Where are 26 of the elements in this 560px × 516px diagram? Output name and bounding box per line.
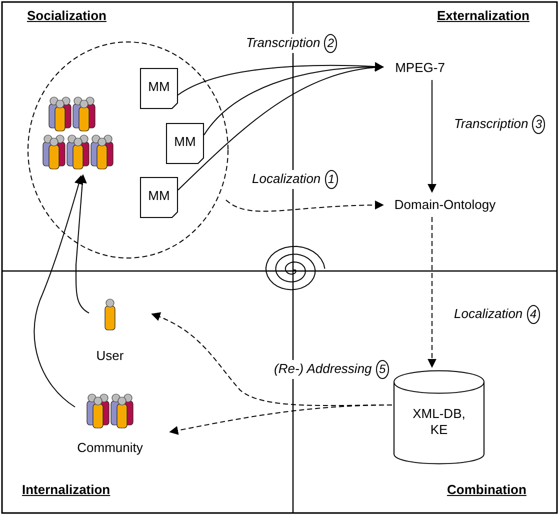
quadrant-title: Internalization [22,482,110,497]
arrow [76,174,90,314]
edge-label: Transcription 2 [244,34,340,53]
edge-label: Localization 1 [250,170,340,189]
quadrant-title: Combination [447,482,526,497]
edge-label: (Re-) Addressing 5 [272,360,391,379]
arrow [169,404,392,435]
quadrant-title: Externalization [437,8,530,23]
node-label: Domain-Ontology [393,197,497,212]
document-label: MM [173,134,197,149]
document-label: MM [147,188,171,203]
arrow [178,62,384,96]
quadrant-title: Socialization [27,8,106,23]
arrow [178,63,384,190]
node-label: User [95,348,125,363]
arrow [428,216,436,368]
arrow [226,200,384,212]
edge-label: Transcription 3 [452,115,548,134]
arrow [34,175,84,408]
document-label: MM [147,79,171,94]
node-label: Community [76,440,144,455]
node-label: MPEG-7 [394,60,446,75]
edge-label: Localization 4 [452,305,542,324]
database-label: XML-DB, KE [412,406,466,438]
arrow [204,62,384,136]
arrow [428,80,436,193]
